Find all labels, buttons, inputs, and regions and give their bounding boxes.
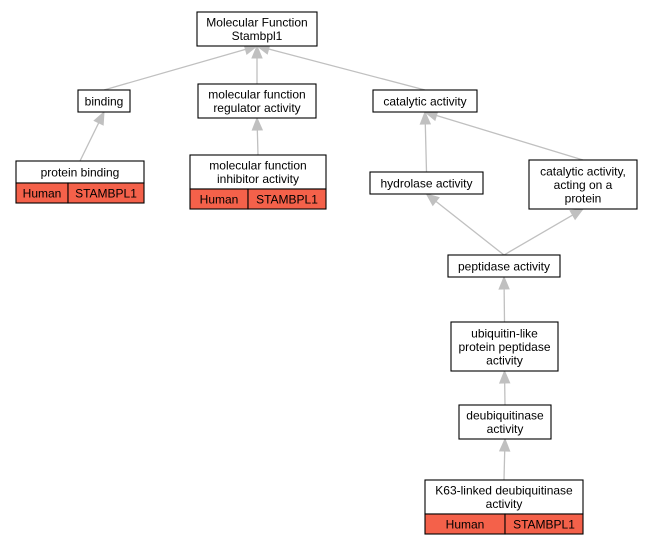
tag-cell [247, 188, 327, 210]
edge-arrowhead [251, 44, 263, 59]
edge-line [103, 48, 246, 91]
species-tag: Human [23, 186, 62, 200]
node-label-line: inhibitor activity [217, 172, 299, 186]
node-label-line: acting on a [554, 178, 613, 192]
edge-peptidase-to-catalytic-protein [503, 208, 585, 256]
gene-tag: STAMBPL1 [256, 192, 318, 206]
tag-cell [504, 513, 584, 535]
edge-arrowhead [93, 110, 105, 126]
edge-deubiquitinase-to-ubiquitin-peptidase [498, 369, 511, 406]
node-label-line: regulator activity [213, 101, 300, 115]
node-box [197, 83, 317, 119]
node-hydrolase[interactable]: hydrolase activity [369, 171, 484, 195]
tag-cell [67, 182, 145, 204]
edge-mf-inhibitor-to-mf-regulator [251, 116, 264, 156]
node-label-line: Stambpl1 [232, 29, 283, 43]
edge-protein-binding-to-binding [79, 110, 105, 162]
edge-arrowhead [251, 116, 264, 131]
node-label-line: protein peptidase [458, 340, 550, 354]
edge-arrowhead [569, 208, 585, 221]
gene-tag: STAMBPL1 [513, 517, 575, 531]
node-label-line: protein [565, 191, 602, 205]
gene-tag: STAMBPL1 [75, 186, 137, 200]
edges-layer [79, 43, 585, 481]
node-box [189, 154, 327, 190]
edge-mf-regulator-to-root [251, 44, 263, 84]
edge-catalytic-protein-to-catalytic [423, 110, 584, 161]
node-label-line: catalytic activity, [540, 164, 626, 178]
node-label-line: activity [487, 422, 524, 436]
node-box [447, 254, 561, 278]
node-label-line: molecular function [209, 159, 306, 173]
node-box [372, 89, 478, 113]
node-label-line: binding [85, 94, 124, 108]
node-label-line: molecular function [208, 88, 305, 102]
edge-line [503, 214, 573, 256]
edge-ubiquitin-peptidase-to-peptidase [498, 275, 510, 323]
node-box [369, 171, 484, 195]
edge-line [435, 200, 505, 256]
node-box [450, 321, 559, 372]
edge-arrowhead [498, 369, 511, 384]
species-tag: Human [446, 517, 485, 531]
edge-hydrolase-to-catalytic [419, 110, 432, 173]
node-box [196, 11, 318, 47]
node-label-line: activity [486, 497, 523, 511]
node-binding[interactable]: binding [77, 89, 131, 113]
node-label-line: activity [486, 353, 523, 367]
node-label-line: protein binding [41, 165, 120, 179]
node-box [424, 479, 584, 515]
edge-arrowhead [498, 275, 510, 290]
species-tag: Human [200, 192, 239, 206]
node-box [528, 159, 638, 210]
edge-line [268, 48, 426, 91]
edge-line [256, 129, 259, 156]
edge-arrowhead [425, 193, 440, 207]
edge-k63-to-deubiquitinase [498, 437, 511, 481]
node-label-line: Molecular Function [206, 16, 307, 30]
node-box [77, 89, 131, 113]
edge-arrowhead [498, 437, 511, 452]
node-label-line: K63-linked deubiquitinase [435, 484, 573, 498]
node-label-line: catalytic activity [383, 94, 466, 108]
node-label-line: ubiquitin-like [471, 326, 538, 340]
node-peptidase[interactable]: peptidase activity [447, 254, 561, 278]
node-label-line: hydrolase activity [380, 176, 472, 190]
edge-line [503, 450, 506, 481]
edge-line [424, 123, 428, 173]
node-box [458, 404, 552, 440]
edge-arrowhead [419, 110, 432, 125]
edge-line [79, 122, 100, 162]
edge-binding-to-root [103, 43, 259, 91]
edge-catalytic-to-root [255, 43, 426, 91]
node-label-line: deubiquitinase [466, 409, 544, 423]
edge-peptidase-to-hydrolase [425, 193, 505, 256]
edge-line [436, 114, 584, 161]
node-label-line: peptidase activity [458, 259, 550, 273]
node-catalytic[interactable]: catalytic activity [372, 89, 478, 113]
